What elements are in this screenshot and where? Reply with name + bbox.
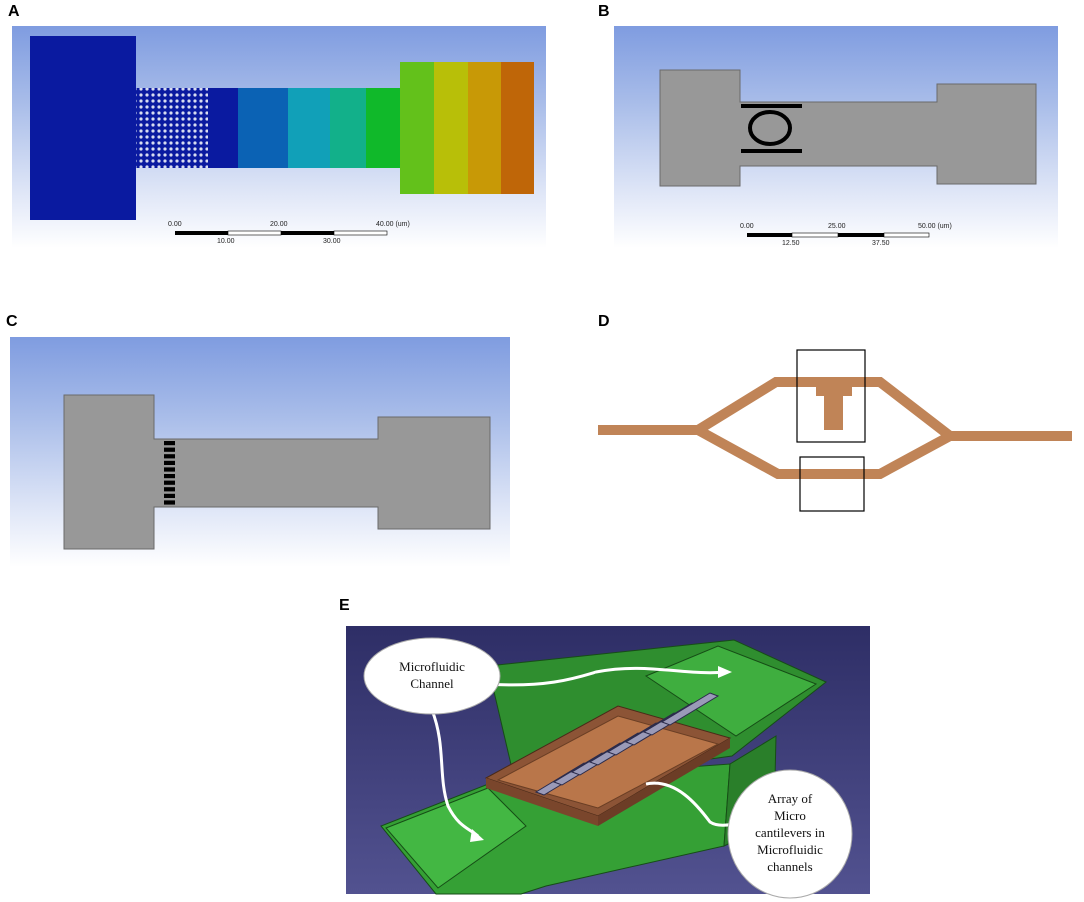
scale-bar-seg2	[227, 230, 282, 236]
panel-d-diagram	[594, 340, 1074, 520]
micropillar-5	[164, 467, 175, 472]
micropillar-6	[164, 474, 175, 479]
scale-b-label-0: 0.00	[740, 223, 754, 230]
channel-body	[659, 69, 1037, 187]
scale-a-label-0: 0.00	[168, 221, 182, 228]
contour-band-6	[400, 62, 434, 194]
callout-bubble-array	[727, 769, 853, 899]
contour-band-2	[238, 88, 288, 168]
micropillar-9	[164, 493, 175, 498]
contour-band-5	[366, 88, 400, 168]
panel-letter-d: D	[598, 313, 610, 330]
scale-a-label-30: 30.00	[323, 238, 341, 245]
cantilever-array	[534, 692, 720, 796]
callout-array-text: Array of Micro cantilevers in Microfluid…	[755, 791, 825, 874]
micropillar-4	[164, 460, 175, 465]
contour-band-8	[468, 62, 501, 194]
scale-a-label-10: 10.00	[217, 238, 235, 245]
scale-a-label-40: 40.00 (um)	[376, 221, 410, 228]
elliptical-pillar	[748, 110, 792, 146]
inlet-reservoir	[30, 36, 136, 220]
channel-body-c	[63, 394, 491, 550]
scale-bar-seg3	[281, 231, 334, 235]
obstacle-stem	[824, 396, 843, 430]
bifurcating-channel	[598, 377, 1072, 479]
panel-e-illustration	[346, 626, 870, 899]
scale-a-label-20: 20.00	[270, 221, 288, 228]
scale-bar-seg4	[333, 230, 388, 236]
panel-letter-b: B	[598, 3, 610, 20]
contour-band-9	[501, 62, 534, 194]
panel-c-geometry	[10, 337, 510, 567]
panel-e-device: Microfluidic Channel Array of Micro cant…	[346, 626, 870, 899]
scale-b-label-25: 25.00	[828, 223, 846, 230]
region-box-top	[796, 349, 866, 443]
panel-letter-c: C	[6, 313, 18, 330]
callout-bubble-channel	[363, 637, 501, 715]
micropillar-2	[164, 447, 175, 452]
cantilever-beam-8	[660, 692, 720, 726]
micropillar-3	[164, 454, 175, 459]
region-box-bottom	[799, 456, 865, 512]
obstacle-top	[816, 384, 852, 396]
panel-d-shape	[598, 349, 1072, 512]
contour-band-3	[288, 88, 330, 168]
micropillar-8	[164, 487, 175, 492]
panel-b-geometry: 0.00 25.00 50.00 (um) 12.50 37.50	[614, 26, 1058, 248]
scale-b-label-12: 12.50	[782, 240, 800, 247]
callout-arrows	[430, 666, 742, 842]
micropillar-1	[164, 441, 175, 446]
porous-region	[136, 88, 208, 168]
panel-letter-e: E	[339, 597, 350, 614]
scale-b-label-37: 37.50	[872, 240, 890, 247]
scale-b-label-50: 50.00 (um)	[918, 223, 952, 230]
contour-band-1	[208, 88, 238, 168]
contour-band-4	[330, 88, 366, 168]
micropillar-10	[164, 500, 175, 505]
scale-bar-seg1	[175, 231, 228, 235]
panel-b-shape	[659, 69, 1037, 238]
micropillar-7	[164, 480, 175, 485]
contour-band-7	[434, 62, 468, 194]
panel-letter-a: A	[8, 3, 20, 20]
panel-c-shape	[63, 394, 491, 550]
panel-a-geometry	[30, 36, 534, 236]
panel-a-simulation: 0.00 20.00 40.00 (um) 10.00 30.00	[12, 26, 546, 248]
callout-channel-text: Microfluidic Channel	[399, 659, 465, 691]
